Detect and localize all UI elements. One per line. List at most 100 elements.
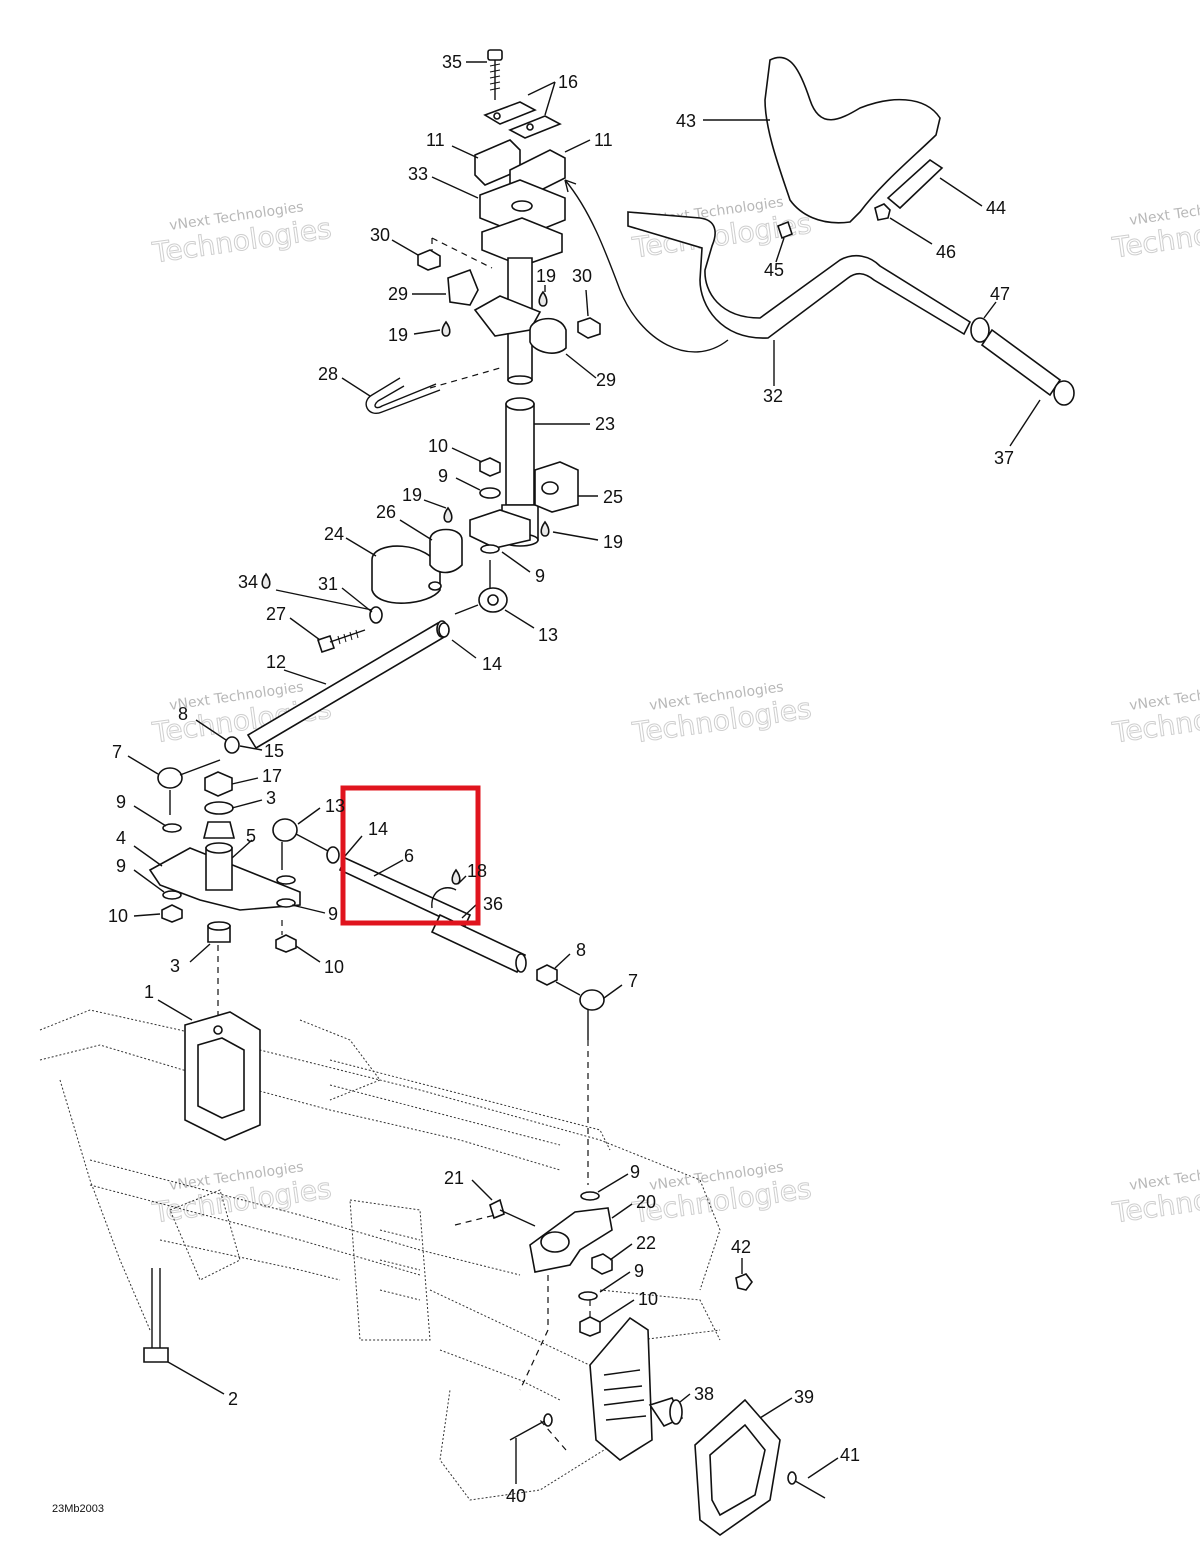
bushing-3-lower [207,921,231,943]
bolt-35 [487,49,503,100]
callout-label: 1 [144,982,154,1002]
nut-8-right [536,964,558,986]
callout-label: 30 [572,266,592,286]
washer-3-upper [204,801,234,815]
washer-31 [369,606,383,624]
callout-label: 9 [630,1162,640,1182]
callout-label: 24 [324,524,344,544]
callout-label: 13 [325,796,345,816]
callout-label: 19 [388,325,408,345]
nut-17 [204,771,233,797]
callout-label: 19 [536,266,556,286]
bushing-26 [429,528,463,574]
grip-37 [980,328,1075,406]
callout-label: 15 [264,741,284,761]
figure-id: 23Mb2003 [52,1503,104,1515]
leader-lines [127,61,1041,1484]
grease-drop-icon [261,572,271,589]
nut-10-arm [579,1316,601,1337]
grease-drop-icon [540,520,550,537]
washer-9-arm-lower [578,1291,598,1301]
pitman-arm-4 [148,842,301,911]
callout-label: 32 [763,386,783,406]
callout-label: 28 [318,364,338,384]
callout-label: 37 [994,448,1014,468]
callout-label: 8 [178,704,188,724]
sleeve-36 [430,913,527,974]
washer-9-left-upper [162,823,182,833]
callout-label: 17 [262,766,282,786]
callout-label: 3 [266,788,276,808]
steering-column-upper [417,49,601,385]
vehicle-frame [39,1009,721,1501]
grip-44 [886,158,944,210]
bolt-21 [489,1198,536,1227]
cover-39 [694,1398,781,1536]
bushing-29-right [529,317,567,354]
tie-rod-18-hook [431,887,457,909]
callout-label: 31 [318,574,338,594]
windshield-43 [764,56,941,224]
bushing-3 [202,821,236,839]
callout-label: 29 [388,284,408,304]
callout-label: 10 [428,436,448,456]
nut-46 [874,203,891,221]
nut-30-left [417,249,441,271]
callout-label: 25 [603,487,623,507]
washer-9-nut-10 [479,457,501,554]
grease-drop-icon [451,868,461,885]
bolt-27 [316,629,366,654]
riser-block-33 [479,179,566,267]
tie-rod-end-7-right [555,981,605,1040]
washer-9-mid [276,875,296,885]
callout-label: 16 [558,72,578,92]
steering-arm-20 [529,1207,613,1273]
callout-label: 33 [408,164,428,184]
u-bolt-28 [365,377,441,414]
callout-label: 9 [116,792,126,812]
boot-38 [589,1316,684,1461]
callout-label: 8 [576,940,586,960]
washer-42 [735,1273,753,1291]
callout-label: 34 [238,572,258,592]
nut-10-mid [275,934,297,953]
callout-label: 3 [170,956,180,976]
arrow-head-icon [564,179,577,193]
callout-label: 9 [438,466,448,486]
nut-10-left [161,904,183,923]
support-bracket-24 [371,545,442,604]
callout-label: 10 [324,957,344,977]
highlight-box [340,785,481,926]
nut-22 [591,1253,613,1275]
handlebar-32 [627,211,972,339]
callout-label: 43 [676,111,696,131]
callout-label: 38 [694,1384,714,1404]
callout-label: 45 [764,260,784,280]
callout-label: 36 [483,894,503,914]
washer-9-mid2 [276,898,296,908]
callout-label: 23 [595,414,615,434]
callout-label: 40 [506,1486,526,1506]
callout-label: 47 [990,284,1010,304]
callout-label: 6 [404,846,414,866]
callout-label: 4 [116,828,126,848]
washer-14 [438,622,450,638]
alignment-lines [217,237,591,1451]
callout-label: 42 [731,1237,751,1257]
rivet-41 [787,1471,826,1499]
callout-label: 14 [482,654,502,674]
callout-label: 7 [112,742,122,762]
callout-label: 13 [538,625,558,645]
washer-9-arm-upper [580,1191,600,1201]
tie-rod-end-7-left [157,759,221,815]
callout-label: 44 [986,198,1006,218]
callout-label: 41 [840,1445,860,1465]
column-mount-1 [184,1011,261,1141]
grease-drop-icon [441,320,451,337]
washer-9-left-lower [162,890,182,900]
callout-label: 9 [634,1261,644,1281]
column-support-flange [469,509,531,549]
callout-label: 11 [594,130,613,150]
bushing-29-left [447,268,542,337]
